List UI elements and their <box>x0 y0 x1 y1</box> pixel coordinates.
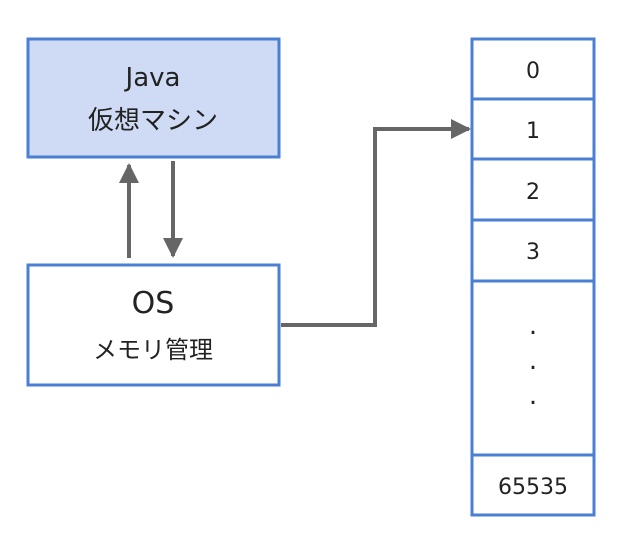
os-to-memory-arrow <box>281 119 471 327</box>
ellipsis-dot: . <box>529 381 537 411</box>
jvm-title: Java <box>124 63 181 93</box>
memory-outline <box>470 37 596 517</box>
memory-cell-label: 3 <box>526 240 540 265</box>
jvm-box: Java 仮想マシン <box>26 37 281 159</box>
memory-cell-label: 1 <box>526 119 540 144</box>
os-box: OS メモリ管理 <box>26 263 281 387</box>
os-box-rect <box>26 263 281 387</box>
jvm-subtitle: 仮想マシン <box>88 106 218 136</box>
ellipsis-dot: . <box>529 311 537 341</box>
memory-column: 0 1 2 3 . . . 65535 <box>470 37 596 517</box>
ellipsis-dot: . <box>529 346 537 376</box>
jvm-box-rect <box>26 37 281 159</box>
memory-last-cell-label: 65535 <box>498 475 568 500</box>
memory-cell-label: 2 <box>526 180 540 205</box>
os-title: OS <box>132 286 175 321</box>
memory-cell-label: 0 <box>526 59 540 84</box>
os-subtitle: メモリ管理 <box>93 336 213 364</box>
